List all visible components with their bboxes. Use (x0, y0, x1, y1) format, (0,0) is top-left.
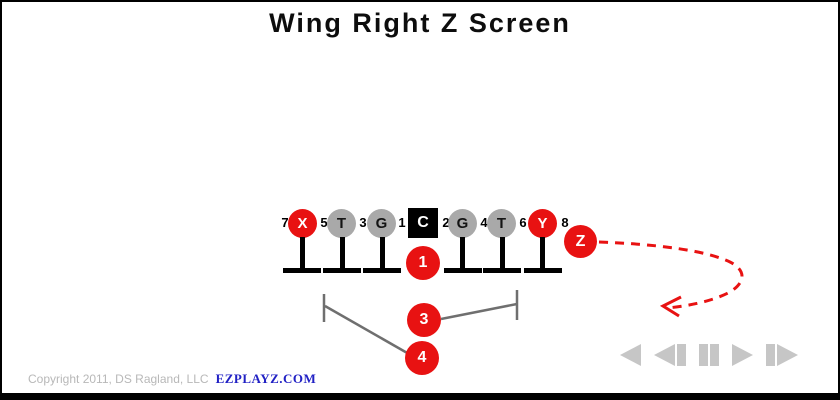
gap-number-4: 4 (480, 215, 488, 230)
marker-z: Z (564, 225, 597, 258)
blocking-post-stem (340, 237, 345, 269)
gap-number-7: 7 (281, 215, 289, 230)
pause-icon (710, 344, 719, 366)
gap-number-2: 2 (442, 215, 450, 230)
player-g-right: G (448, 209, 477, 238)
assignment-line-left (324, 304, 410, 356)
marker-4: 4 (405, 341, 439, 375)
rewind-icon (620, 344, 641, 366)
play-icon (732, 344, 753, 366)
step-back-bar-icon (677, 344, 686, 366)
brand-link[interactable]: EZPLAYZ.COM (215, 371, 317, 386)
marker-1: 1 (406, 246, 440, 280)
player-x: X (288, 209, 317, 238)
assignment-line-right (440, 302, 518, 321)
blocking-post-base (283, 268, 321, 273)
step-forward-icon (777, 344, 798, 366)
blocking-post-stem (500, 237, 505, 269)
copyright-text: Copyright 2011, DS Ragland, LLC (28, 372, 209, 386)
blocking-post-stem (460, 237, 465, 269)
blocking-post-base (524, 268, 562, 273)
player-y: Y (528, 209, 557, 238)
step-back-button[interactable] (654, 344, 686, 366)
footer: Copyright 2011, DS Ragland, LLC EZPLAYZ.C… (28, 371, 316, 387)
pause-button[interactable] (699, 344, 719, 366)
step-back-icon (654, 344, 675, 366)
gap-number-1: 1 (398, 215, 406, 230)
player-t-left: T (327, 209, 356, 238)
marker-3: 3 (407, 303, 441, 337)
blocking-post-stem (300, 237, 305, 269)
route-arrowhead-icon (659, 295, 682, 318)
pause-icon (699, 344, 708, 366)
player-c-center: C (408, 208, 438, 238)
player-g-left: G (367, 209, 396, 238)
blocking-post-base (444, 268, 482, 273)
playback-controls (620, 344, 798, 366)
player-t-right: T (487, 209, 516, 238)
blocking-post-stem (540, 237, 545, 269)
gap-number-6: 6 (519, 215, 527, 230)
rewind-button[interactable] (620, 344, 641, 366)
z-screen-route (598, 240, 744, 310)
gap-number-8: 8 (561, 215, 569, 230)
step-forward-button[interactable] (766, 344, 798, 366)
gap-number-5: 5 (320, 215, 328, 230)
blocking-post-stem (380, 237, 385, 269)
page-title: Wing Right Z Screen (269, 8, 571, 38)
gap-number-3: 3 (359, 215, 367, 230)
blocking-post-base (363, 268, 401, 273)
step-forward-bar-icon (766, 344, 775, 366)
blocking-post-base (483, 268, 521, 273)
play-button[interactable] (732, 344, 753, 366)
blocking-post-base (323, 268, 361, 273)
